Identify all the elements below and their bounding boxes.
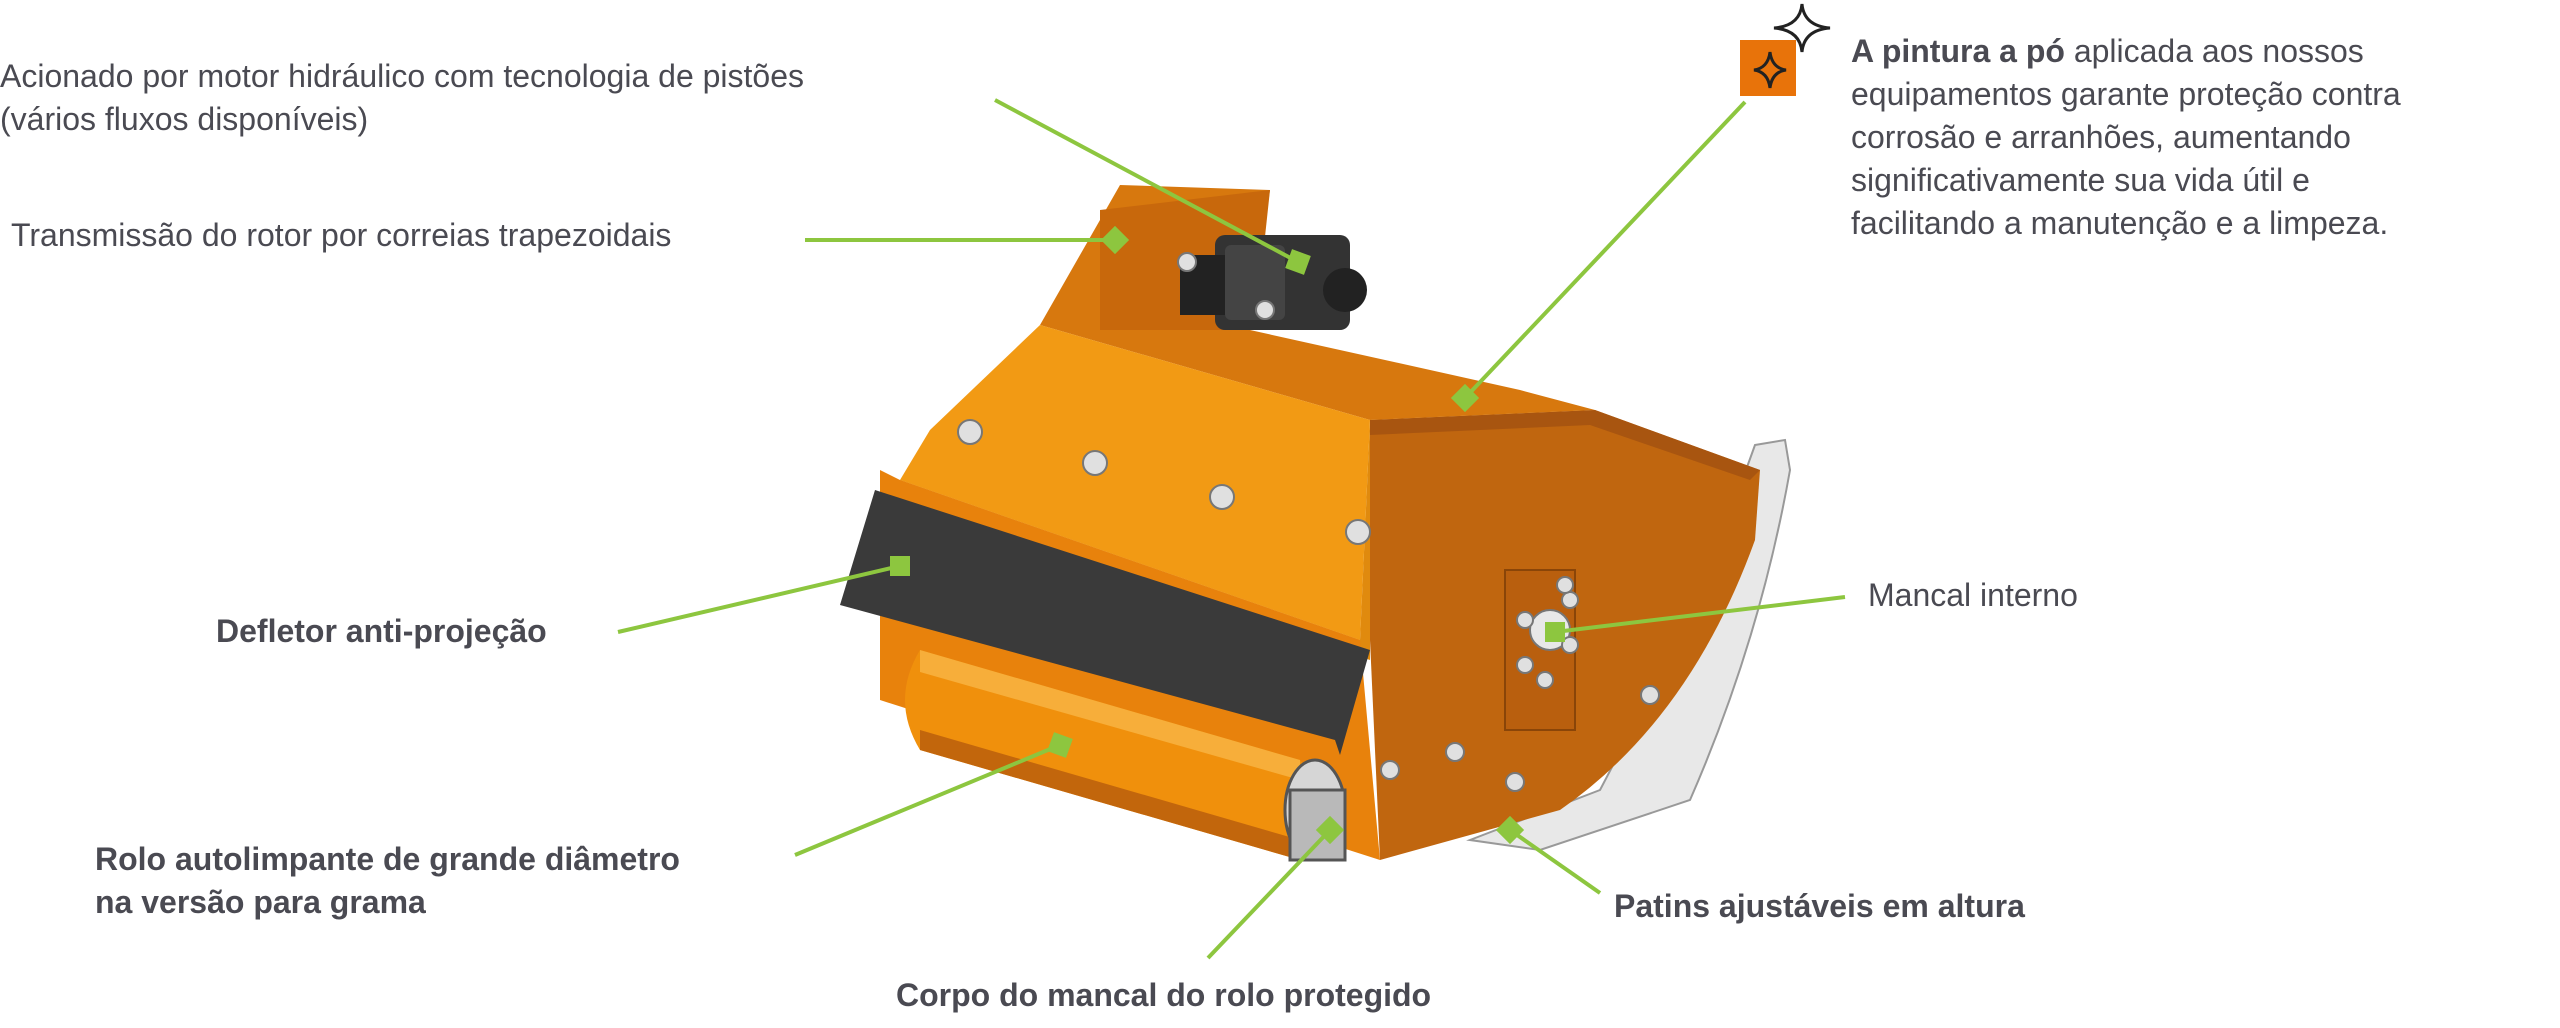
label-hydraulic-motor-flows: (vários fluxos disponíveis) — [0, 101, 369, 137]
powder-coating-note: A pintura a pó aplicada aos nossos equip… — [1851, 30, 2531, 245]
powder-note-line1: aplicada aos nossos — [2064, 33, 2364, 69]
leader-internal-bearing — [1554, 595, 1846, 634]
label-bearing-body: Corpo do mancal do rolo protegido — [896, 977, 1432, 1013]
roller — [905, 650, 1318, 860]
top-cover — [900, 325, 1370, 640]
leader-powder-coating — [1463, 100, 1747, 400]
leader-skids — [1508, 828, 1602, 895]
bolts — [957, 252, 1371, 545]
sparkle-icon — [1753, 3, 1831, 89]
label-deflector: Defletor anti-projeção — [216, 613, 547, 649]
label-roller-line2: na versão para grama — [95, 884, 426, 920]
anti-projection-deflector — [840, 490, 1370, 755]
label-skids: Patins ajustáveis em altura — [1614, 888, 2025, 924]
powder-note-line2: equipamentos garante proteção contra — [1851, 76, 2401, 112]
leader-deflector — [617, 564, 901, 634]
powder-note-line4: significativamente sua vida útil e — [1851, 162, 2310, 198]
leader-roller — [794, 743, 1061, 857]
powder-note-bold: A pintura a pó — [1851, 33, 2065, 69]
powder-note-line3: corrosão e arranhões, aumentando — [1851, 119, 2351, 155]
leader-hydraulic-motor — [994, 98, 1299, 264]
label-internal-bearing: Mancal interno — [1868, 577, 2078, 613]
label-belt-transmission: Transmissão do rotor por correias trapez… — [11, 217, 672, 253]
leader-bearing-body — [1206, 828, 1332, 960]
label-hydraulic-motor: Acionado por motor hidráulico com tecnol… — [0, 58, 805, 94]
powder-coating-badge — [1740, 3, 1831, 96]
label-roller-line1: Rolo autolimpante de grande diâmetro — [95, 841, 680, 877]
powder-note-line5: facilitando a manutenção e a limpeza. — [1851, 205, 2389, 241]
